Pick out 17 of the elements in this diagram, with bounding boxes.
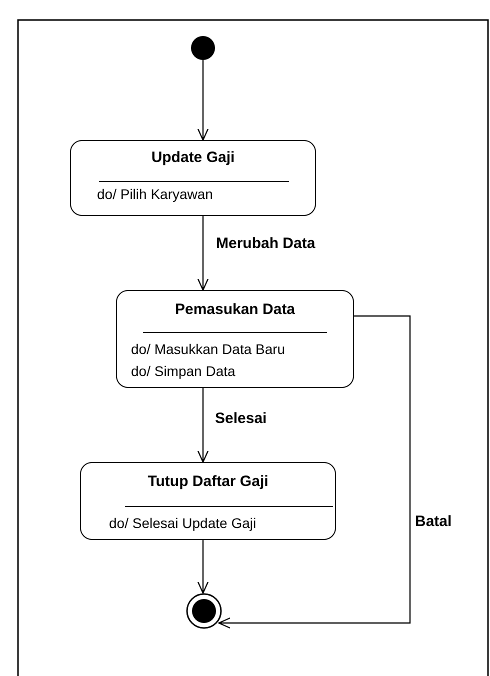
transition-arrow [197,60,209,141]
initial-state [191,36,215,60]
state-action: do/ Selesai Update Gaji [109,515,256,531]
transition-arrow [218,315,411,629]
transition-arrow [197,540,209,594]
state-box [70,140,316,216]
state-name: Pemasukan Data [174,301,296,318]
state-box [116,290,354,388]
state-action: do/ Pilih Karyawan [97,186,213,202]
state-action: do/ Masukkan Data Baru [131,341,286,357]
state-name: Update Gaji [150,149,236,166]
state-box [80,462,336,540]
transition-arrow [197,216,209,291]
state-action: do/ Simpan Data [131,363,236,379]
state-name: Tutup Daftar Gaji [146,473,270,490]
final-state [186,593,222,629]
transition-arrow [197,388,209,463]
